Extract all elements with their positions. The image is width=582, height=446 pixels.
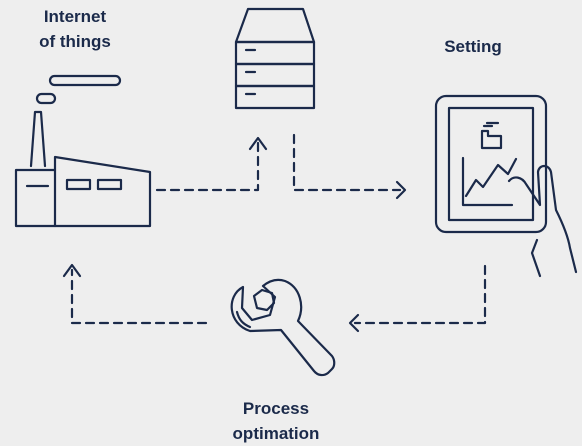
label-process-line2: optimation: [232, 424, 320, 443]
arrow-setting-to-process: [348, 264, 487, 333]
server-stack-icon: [234, 7, 316, 110]
arrow-iot-to-server: [155, 136, 268, 192]
label-internet-of-things: Internet of things: [10, 4, 140, 54]
label-iot-line1: Internet: [43, 7, 107, 26]
label-setting: Setting: [418, 34, 528, 59]
wrench-icon: [230, 278, 336, 377]
tablet-with-hand-icon: [434, 94, 578, 278]
arrow-process-to-iot: [62, 263, 208, 325]
label-setting-text: Setting: [444, 37, 502, 56]
factory-icon: [14, 74, 152, 228]
arrow-server-to-setting: [292, 133, 407, 200]
label-process-line1: Process: [242, 399, 310, 418]
label-iot-line2: of things: [39, 32, 111, 51]
label-process-optimation: Process optimation: [196, 396, 356, 446]
